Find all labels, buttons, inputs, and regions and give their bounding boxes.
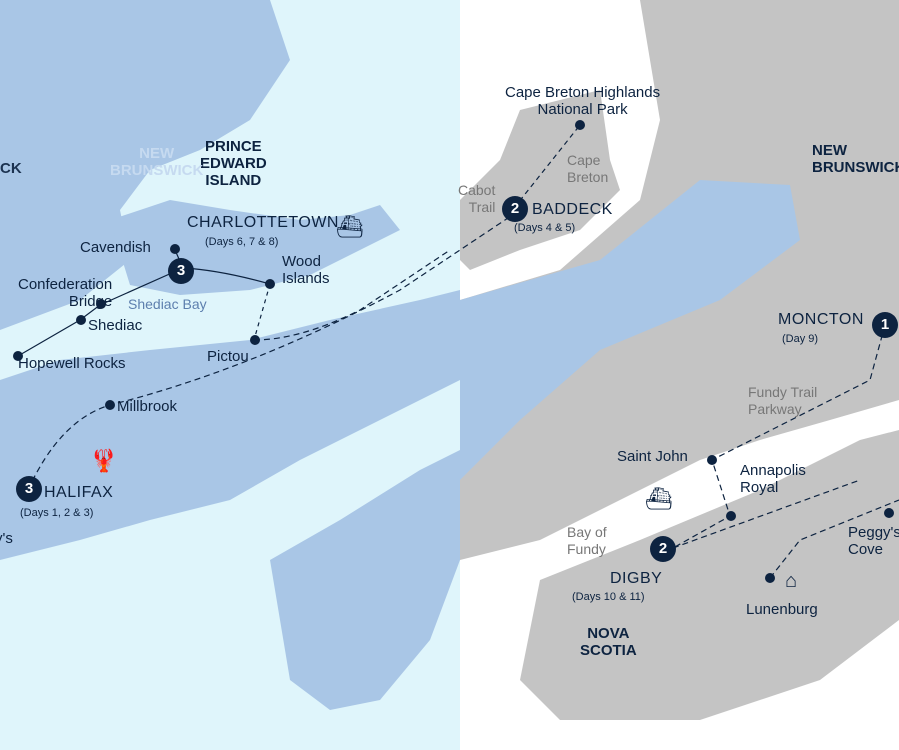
route-digby-east bbox=[672, 479, 861, 549]
nights-badge-digby[interactable]: 2 bbox=[650, 536, 676, 562]
marker-cape-breton-highlands[interactable] bbox=[575, 120, 585, 130]
place-lunenburg: Lunenburg bbox=[746, 601, 818, 618]
route-pictou bbox=[253, 249, 451, 341]
city-digby[interactable]: DIGBY bbox=[610, 570, 663, 587]
city-halifax[interactable]: HALIFAX bbox=[44, 484, 114, 501]
city-charlottetown[interactable]: CHARLOTTETOWN bbox=[187, 214, 339, 231]
nights-badge-moncton[interactable]: 1 bbox=[872, 312, 898, 338]
region-label-nb-right: NEW BRUNSWICK bbox=[812, 142, 899, 176]
place-pictou: Pictou bbox=[207, 348, 249, 365]
feature-fundy-trail-parkway: Fundy Trail Parkway bbox=[748, 384, 818, 417]
place-millbrook: Millbrook bbox=[117, 398, 178, 415]
place-cavendish: Cavendish bbox=[80, 239, 151, 256]
city-moncton[interactable]: MONCTON bbox=[778, 311, 864, 328]
days-charlottetown: (Days 6, 7 & 8) bbox=[205, 236, 279, 248]
marker-cavendish[interactable] bbox=[170, 244, 180, 254]
marker-pictou[interactable] bbox=[250, 335, 260, 345]
land-nova-scotia-right bbox=[520, 430, 899, 720]
region-label-pei: PRINCE EDWARD ISLAND bbox=[200, 138, 267, 189]
region-label-nova-scotia: NOVA SCOTIA bbox=[580, 625, 637, 659]
lighthouse-icon: ⌂ bbox=[785, 570, 798, 592]
days-moncton: (Day 9) bbox=[782, 333, 819, 345]
marker-wood-islands[interactable] bbox=[265, 279, 275, 289]
feature-shediac-bay: Shediac Bay bbox=[128, 296, 207, 312]
marker-saint-john[interactable] bbox=[707, 455, 717, 465]
city-baddeck[interactable]: BADDECK bbox=[532, 201, 613, 218]
ferry-icon: ⛴ bbox=[336, 214, 364, 239]
region-label-nb-left-fragment: CK bbox=[0, 160, 22, 177]
place-peggys-cove: Peggy's Cove bbox=[848, 524, 899, 558]
marker-confederation-bridge[interactable] bbox=[96, 299, 106, 309]
place-cape-breton-highlands: Cape Breton Highlands National Park bbox=[505, 84, 661, 118]
region-label-nb-left: NEW BRUNSWICK bbox=[110, 145, 204, 179]
days-digby: (Days 10 & 11) bbox=[572, 591, 645, 603]
ferry-route-wood-islands bbox=[253, 283, 271, 341]
marker-hopewell-rocks[interactable] bbox=[13, 351, 23, 361]
land-new-brunswick-left bbox=[0, 0, 290, 330]
land-nova-scotia-left bbox=[0, 290, 460, 560]
nights-badge-baddeck[interactable]: 2 bbox=[502, 196, 528, 222]
marker-millbrook[interactable] bbox=[105, 400, 115, 410]
land-blue-inlet bbox=[460, 180, 800, 480]
marker-shediac[interactable] bbox=[76, 315, 86, 325]
route-halifax-baddeck bbox=[27, 209, 521, 491]
place-wood-islands: Wood Islands bbox=[282, 253, 330, 287]
place-hopewell-rocks: Hopewell Rocks bbox=[18, 355, 126, 372]
ferry-icon: ⛴ bbox=[645, 486, 673, 511]
feature-bay-of-fundy: Bay of Fundy bbox=[567, 524, 607, 557]
feature-cape-breton: Cape Breton bbox=[567, 152, 609, 185]
marker-annapolis-royal[interactable] bbox=[726, 511, 736, 521]
land-cape-breton bbox=[460, 90, 620, 270]
place-saint-john: Saint John bbox=[617, 448, 688, 465]
place-annapolis-royal: Annapolis Royal bbox=[740, 462, 806, 496]
place-shediac: Shediac bbox=[88, 317, 143, 334]
days-halifax: (Days 1, 2 & 3) bbox=[20, 507, 94, 519]
land-nova-scotia-south bbox=[270, 450, 460, 710]
nights-badge-halifax[interactable]: 3 bbox=[16, 476, 42, 502]
days-baddeck: (Days 4 & 5) bbox=[514, 222, 576, 234]
place-peggys-left: Peggy's bbox=[0, 530, 13, 547]
place-confederation-bridge: Confederation Bridge bbox=[18, 276, 113, 310]
feature-cabot-trail: Cabot Trail bbox=[458, 182, 496, 215]
marker-peggys-cove[interactable] bbox=[884, 508, 894, 518]
nights-badge-charlottetown[interactable]: 3 bbox=[168, 258, 194, 284]
marker-lunenburg[interactable] bbox=[765, 573, 775, 583]
lobster-icon: 🦞 bbox=[90, 448, 118, 473]
